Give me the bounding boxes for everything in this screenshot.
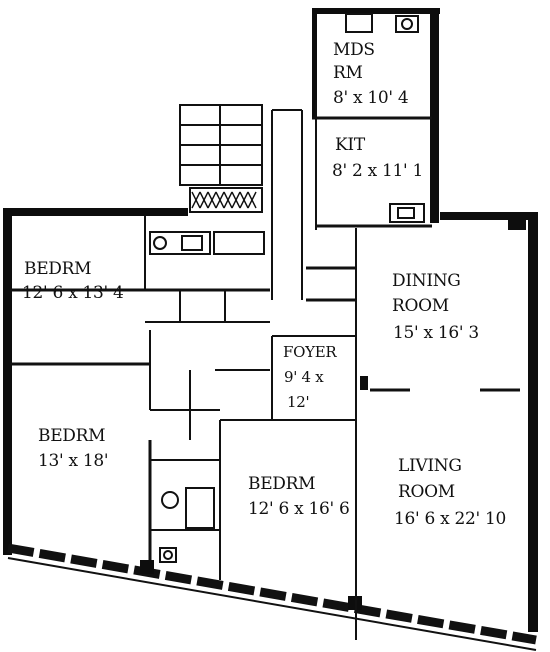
room-label-living-room: LIVING ROOM 16' 6 x 22' 10 (394, 456, 506, 529)
room-label-bedroom-1: BEDRM 12' 6 x 13' 4 (22, 259, 124, 303)
foyer-name: FOYER (283, 343, 337, 361)
room-label-foyer: FOYER 9' 4 x 12' (283, 343, 338, 411)
bedroom-2-dimensions: 13' x 18' (38, 451, 108, 471)
foyer-dimensions-line-2: 12' (287, 393, 309, 411)
maids-rm-name-line-1: MDS (333, 40, 375, 60)
room-label-bedroom-3: BEDRM 12' 6 x 16' 6 (248, 474, 350, 519)
room-label-dining-room: DINING ROOM 15' x 16' 3 (392, 271, 479, 343)
bedroom-3-dimensions: 12' 6 x 16' 6 (248, 499, 350, 519)
room-label-kitchen: KIT 8' 2 x 11' 1 (332, 135, 423, 181)
dining-room-name-line-1: DINING (392, 271, 461, 291)
maids-rm-name-line-2: RM (333, 63, 363, 83)
bedroom-3-name: BEDRM (248, 474, 315, 494)
living-room-name-line-1: LIVING (398, 456, 462, 476)
bedroom-1-name: BEDRM (24, 259, 91, 279)
living-room-name-line-2: ROOM (398, 482, 455, 502)
living-room-dimensions: 16' 6 x 22' 10 (394, 509, 506, 529)
fixtures (149, 13, 526, 563)
bedroom-2-name: BEDRM (38, 426, 105, 446)
interior-walls (10, 100, 528, 640)
maids-rm-dimensions: 8' x 10' 4 (333, 88, 408, 108)
exterior-walls (3, 8, 538, 632)
service-stair (179, 104, 263, 213)
foyer-dimensions-line-1: 9' 4 x (284, 368, 324, 386)
dining-room-dimensions: 15' x 16' 3 (393, 323, 479, 343)
room-label-maids-rm: MDS RM 8' x 10' 4 (333, 40, 409, 108)
kitchen-name: KIT (335, 135, 366, 155)
kitchen-dimensions: 8' 2 x 11' 1 (332, 161, 423, 181)
room-label-bedroom-2: BEDRM 13' x 18' (38, 426, 109, 471)
dining-room-name-line-2: ROOM (392, 296, 449, 316)
south-wall (7, 543, 537, 651)
bedroom-1-dimensions: 12' 6 x 13' 4 (22, 283, 124, 303)
